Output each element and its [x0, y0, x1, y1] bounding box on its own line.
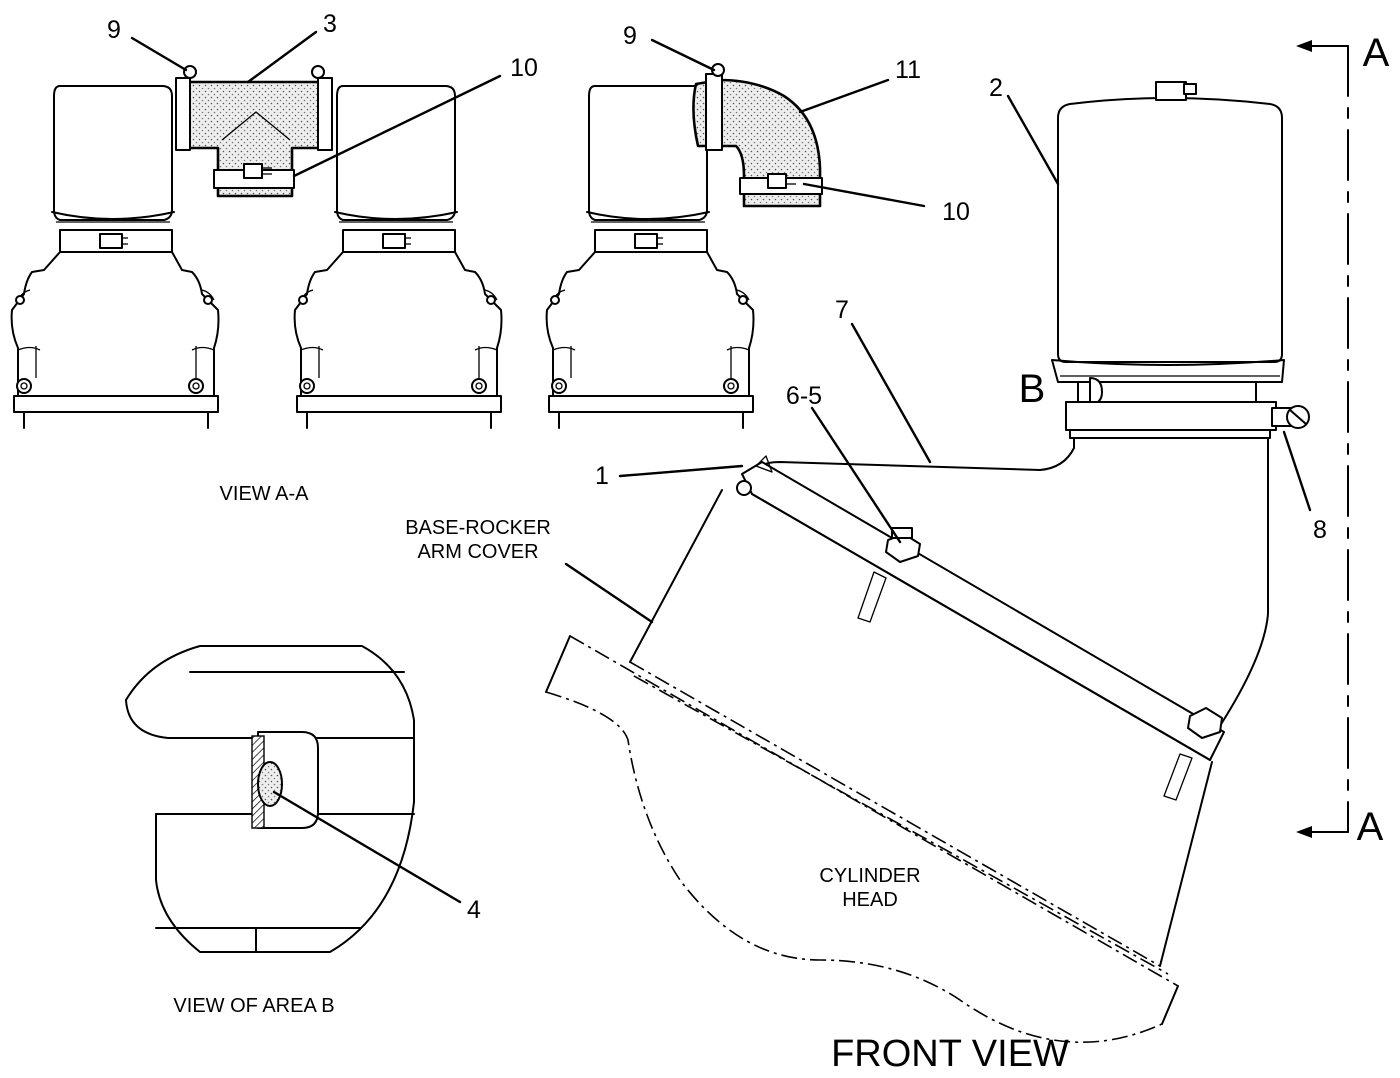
rocker-arm-cover: [629, 489, 1213, 967]
view-area-b-label: VIEW OF AREA B: [173, 995, 334, 1017]
callout-4: 4: [467, 896, 481, 924]
callout-9-left: 9: [107, 16, 121, 44]
callout-11: 11: [895, 56, 921, 84]
section-mark-top: A: [1363, 31, 1390, 75]
callout-9-right: 9: [623, 22, 637, 50]
callout-1: 1: [595, 462, 609, 490]
area-b-detail: [125, 645, 415, 953]
callout-8: 8: [1313, 516, 1327, 544]
base-rocker-label-line1: BASE-ROCKER: [405, 517, 551, 539]
view-aa-label: VIEW A-A: [220, 483, 310, 505]
elbow-hose: [692, 63, 823, 208]
area-b-marker: B: [1019, 367, 1046, 411]
base-rocker-label-line2: ARM COVER: [417, 541, 538, 563]
cylinder-head-label-line1: CYLINDER: [819, 865, 920, 887]
callout-3: 3: [323, 10, 337, 38]
callout-7: 7: [835, 296, 849, 324]
callout-10-left: 10: [510, 54, 538, 82]
cylinder-head: [545, 635, 1179, 1044]
callout-6-5: 6-5: [786, 382, 822, 410]
section-line-aa: [1296, 40, 1349, 838]
callout-2: 2: [989, 74, 1003, 102]
front-view-label: FRONT VIEW: [831, 1033, 1069, 1075]
breather-canister: [1051, 81, 1310, 439]
cylinder-head-label-line2: HEAD: [842, 889, 898, 911]
leader-lines: [130, 30, 1312, 904]
section-mark-bottom: A: [1357, 805, 1384, 849]
tee-hose: [175, 65, 333, 198]
callout-10-right: 10: [942, 198, 970, 226]
breather-tube: [759, 437, 1269, 739]
rocker-arm-base: [736, 455, 1225, 801]
